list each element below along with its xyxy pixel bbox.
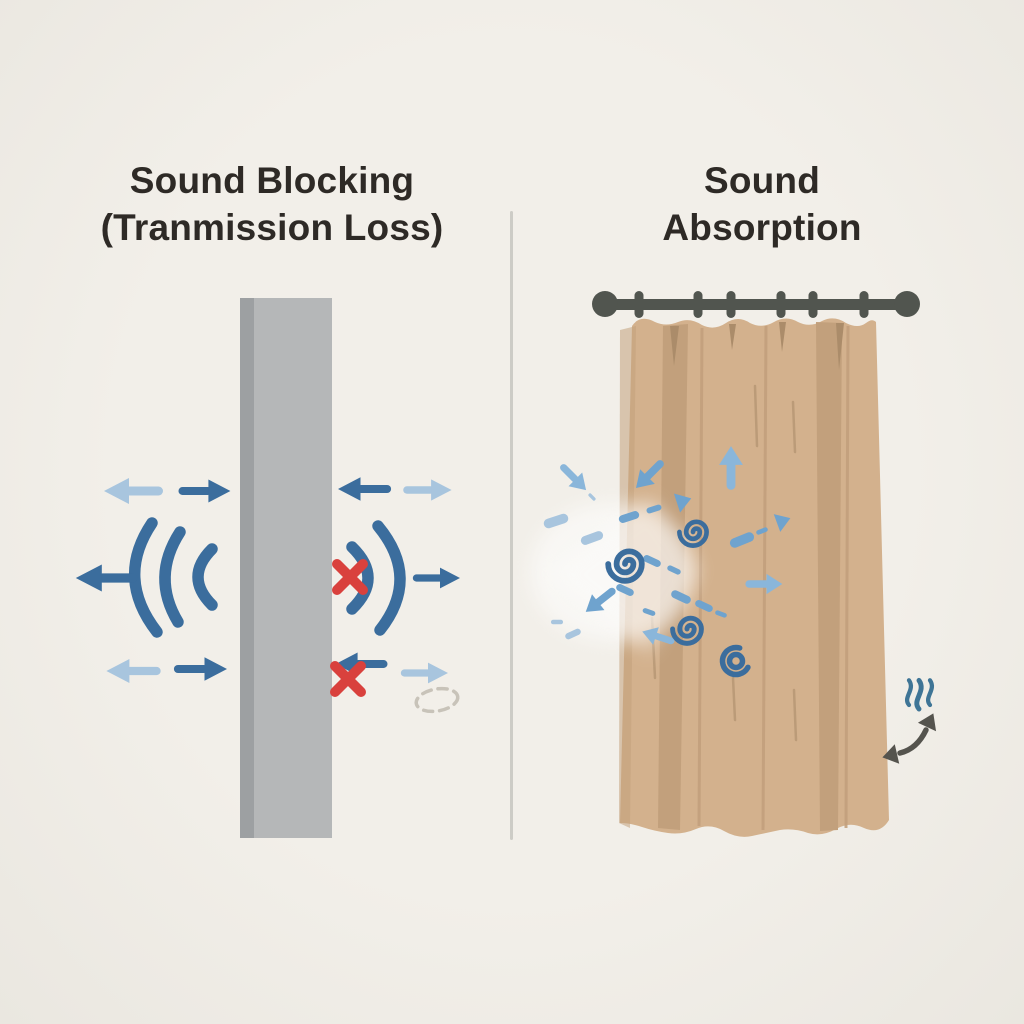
curtain-icon	[619, 318, 889, 837]
wall-icon	[240, 298, 332, 838]
right-title-line2: Absorption	[662, 206, 862, 248]
right-title-line1: Sound	[703, 160, 821, 201]
right-panel-title: Sound Absorption	[562, 158, 962, 252]
heat-wave-icon	[907, 680, 932, 709]
energy-conversion-arrow-icon	[880, 709, 943, 768]
panel-divider	[510, 211, 513, 840]
transmitted-sound-wave-icon	[346, 520, 406, 636]
faint-reflection-loop-icon	[414, 686, 460, 714]
left-title-line2: (Tranmission Loss)	[100, 206, 444, 248]
blocked-x-icon	[335, 564, 363, 692]
incident-sound-wave-icon	[129, 517, 218, 638]
left-panel-title: Sound Blocking (Tranmission Loss)	[72, 158, 472, 252]
curtain-rod-icon	[592, 291, 920, 318]
left-title-line1: Sound Blocking	[129, 160, 415, 201]
